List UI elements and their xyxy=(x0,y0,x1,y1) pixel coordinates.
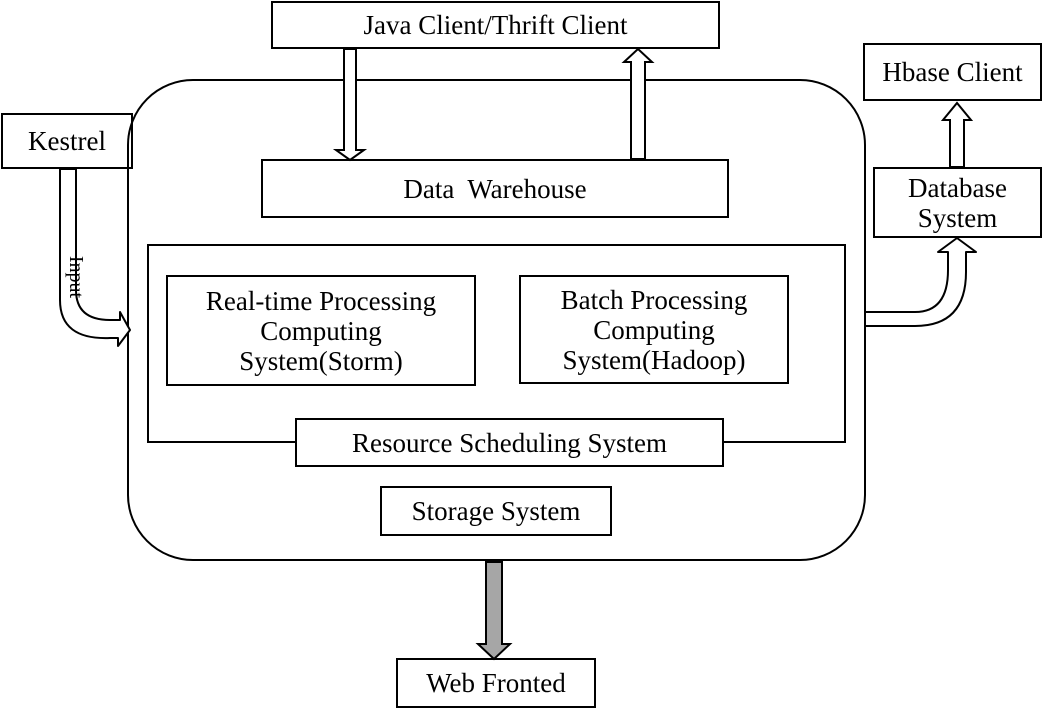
data-warehouse-label: Data Warehouse xyxy=(403,173,587,204)
data-warehouse-box xyxy=(261,159,729,218)
database-system-label: Database System xyxy=(874,168,1041,237)
grey-down-arrow-icon xyxy=(475,561,513,661)
realtime-box xyxy=(166,275,476,386)
kestrel-label: Kestrel xyxy=(28,126,106,156)
java-client-box xyxy=(271,1,720,49)
batch-box xyxy=(519,275,789,384)
input-edge-label: Input xyxy=(65,255,87,299)
resource-scheduling-box xyxy=(295,418,724,467)
database-system-line-2: System xyxy=(917,202,998,233)
hbase-client-box xyxy=(863,43,1042,101)
realtime-line-2: Computing xyxy=(260,315,382,346)
down-arrow-icon xyxy=(332,48,368,162)
storage-system-label: Storage System xyxy=(411,496,581,526)
batch-line-2: Computing xyxy=(593,314,715,345)
storage-system-box xyxy=(380,486,612,536)
java-client-label: Java Client/Thrift Client xyxy=(363,10,628,40)
resource-scheduling-label: Resource Scheduling System xyxy=(352,427,667,458)
hbase-client-label: Hbase Client xyxy=(882,57,1023,87)
web-fronted-label: Web Fronted xyxy=(426,668,566,698)
batch-line-3: System(Hadoop) xyxy=(562,344,746,375)
curved-output-arrow-icon xyxy=(864,237,977,327)
up-arrow-icon xyxy=(621,47,655,160)
database-system-line-1: Database xyxy=(908,172,1007,203)
realtime-line-3: System(Storm) xyxy=(239,345,403,376)
realtime-label: Real-time Processing Computing System(St… xyxy=(167,276,475,385)
up-arrow-icon xyxy=(940,101,974,168)
batch-line-1: Batch Processing xyxy=(560,284,748,315)
batch-label: Batch Processing Computing System(Hadoop… xyxy=(520,276,788,383)
curved-input-arrow-icon xyxy=(59,168,131,347)
realtime-line-1: Real-time Processing xyxy=(205,285,437,316)
web-fronted-box xyxy=(396,658,596,708)
